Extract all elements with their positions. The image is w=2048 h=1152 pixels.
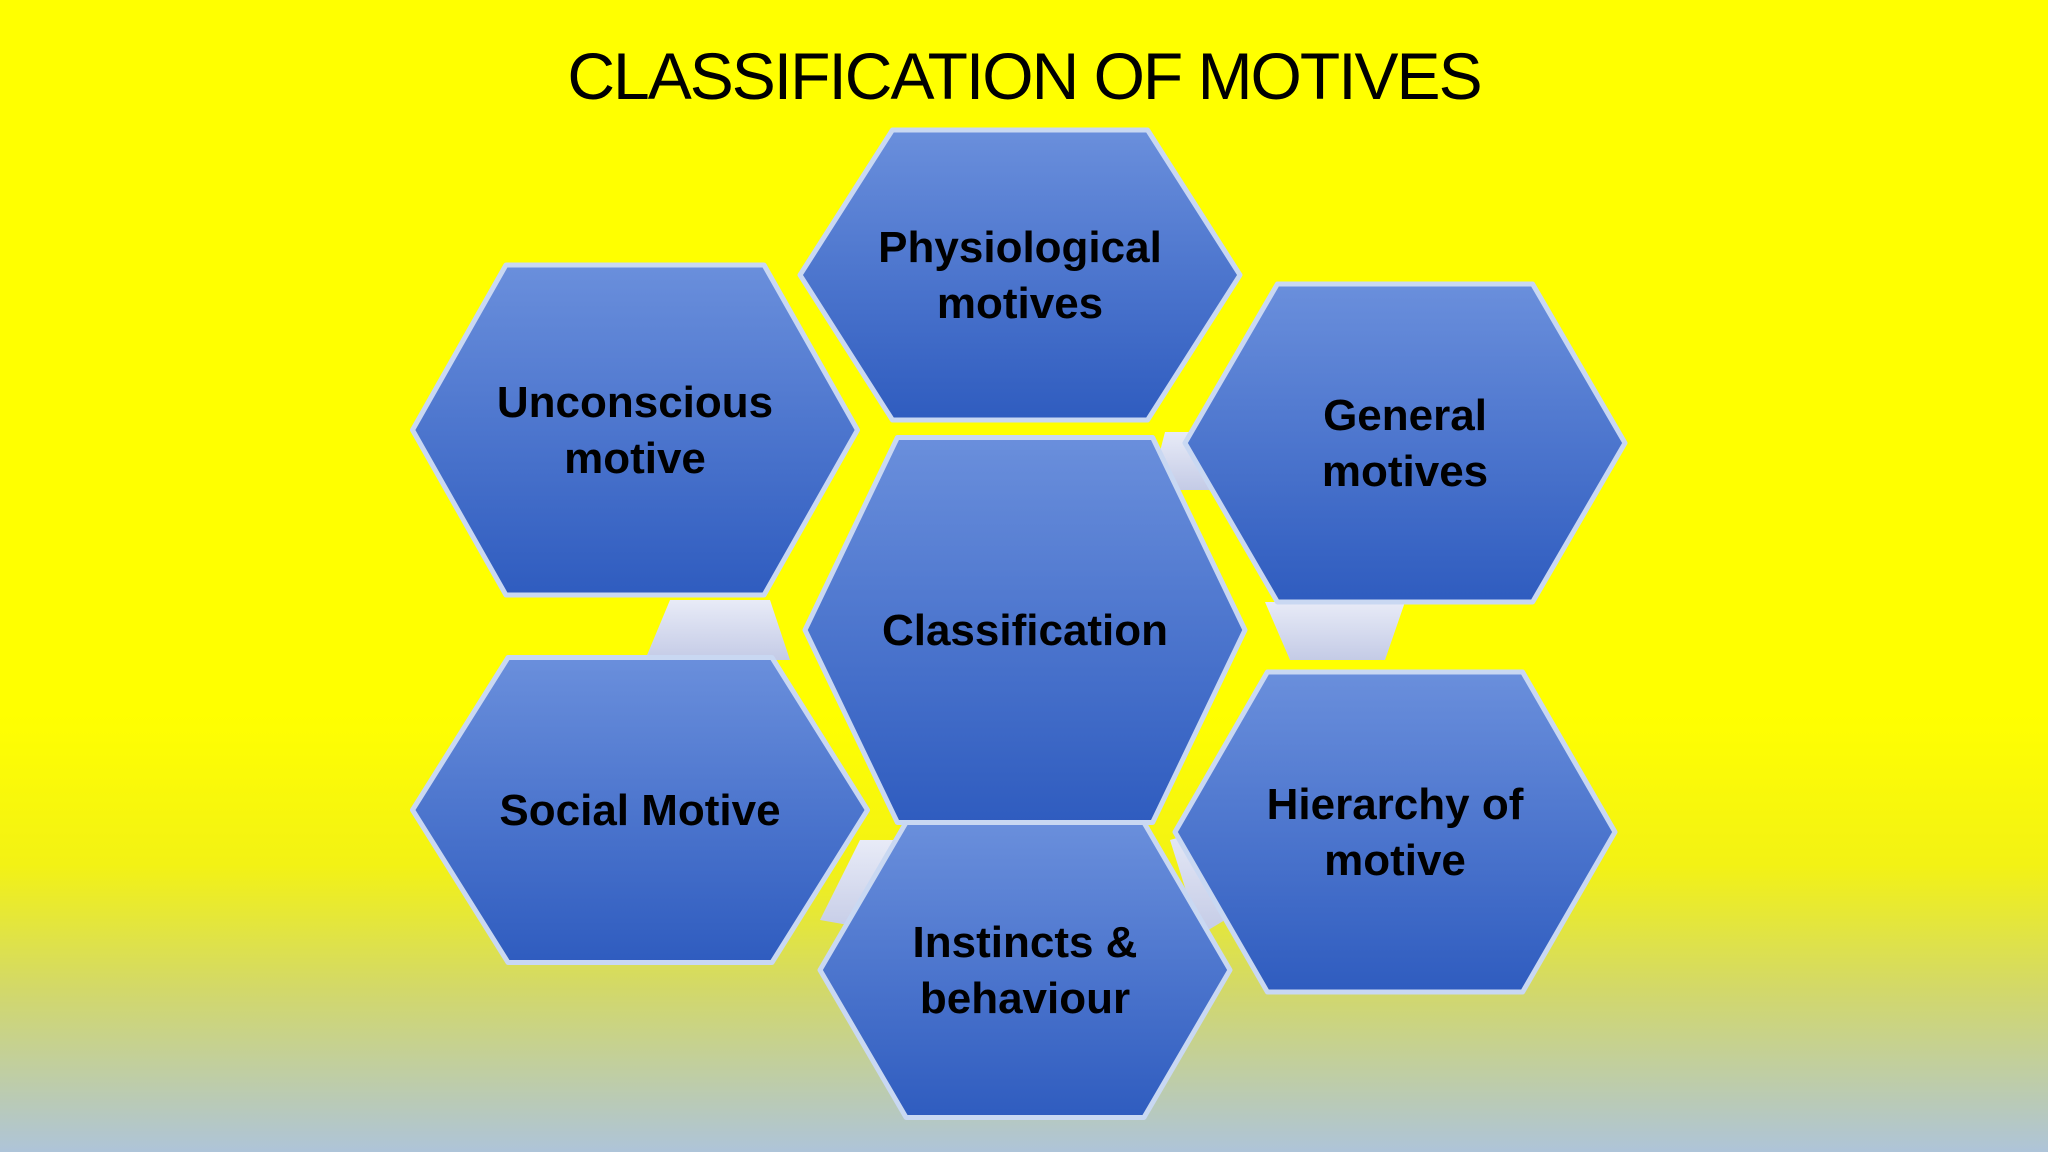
hexagon-shape-lower-right xyxy=(1172,669,1618,995)
hexagon-layer: ClassificationPhysiologicalmotivesGenera… xyxy=(410,127,1628,1120)
hexagon-shape-lower-left xyxy=(410,655,870,965)
hexagon-bottom: Instincts & behaviour xyxy=(817,820,1233,1120)
hexagon-label-top-line-1: Physiological xyxy=(878,223,1162,272)
hexagon-label-upper-right-line-1: General xyxy=(1323,391,1487,440)
hexagon-shape-bottom xyxy=(817,820,1233,1120)
hexagon-lower-left: Social Motive xyxy=(410,655,870,965)
hexagon-label-bottom-line-1: Instincts & xyxy=(913,918,1138,967)
hexagon-label-bottom-line-2: behaviour xyxy=(920,974,1130,1023)
hexagon-shape-center xyxy=(802,435,1248,825)
hexagon-label-top-line-2: motives xyxy=(937,279,1103,328)
hexagon-shape-top xyxy=(797,127,1243,423)
hexagon-label-upper-left-line-2: motive xyxy=(564,434,706,483)
hexagon-lower-right: Hierarchy of motive xyxy=(1172,669,1618,995)
hexagon-shape-upper-left xyxy=(410,262,860,598)
hexagon-upper-right: General motives xyxy=(1182,281,1628,605)
hexagon-label-center-line-1: Classification xyxy=(882,606,1168,655)
hexagon-label-lower-right-line-1: Hierarchy of xyxy=(1267,780,1524,829)
hexagon-label-upper-right-line-2: motives xyxy=(1322,447,1488,496)
hexagon-label-upper-left-line-1: Unconscious xyxy=(497,378,773,427)
hexagon-center: Classification xyxy=(802,435,1248,825)
hexagon-shape-upper-right xyxy=(1182,281,1628,605)
hexagon-top: Physiological motives xyxy=(797,127,1243,423)
slide-title: CLASSIFICATION OF MOTIVES xyxy=(567,39,1482,113)
connector-band-2 xyxy=(1265,602,1405,660)
hexagon-upper-left: Unconscious motive xyxy=(410,262,860,598)
connector-band-5 xyxy=(645,600,790,660)
hexagon-label-lower-left-line-1: Social Motive xyxy=(499,786,780,835)
hexagon-label-lower-right-line-2: motive xyxy=(1324,836,1466,885)
